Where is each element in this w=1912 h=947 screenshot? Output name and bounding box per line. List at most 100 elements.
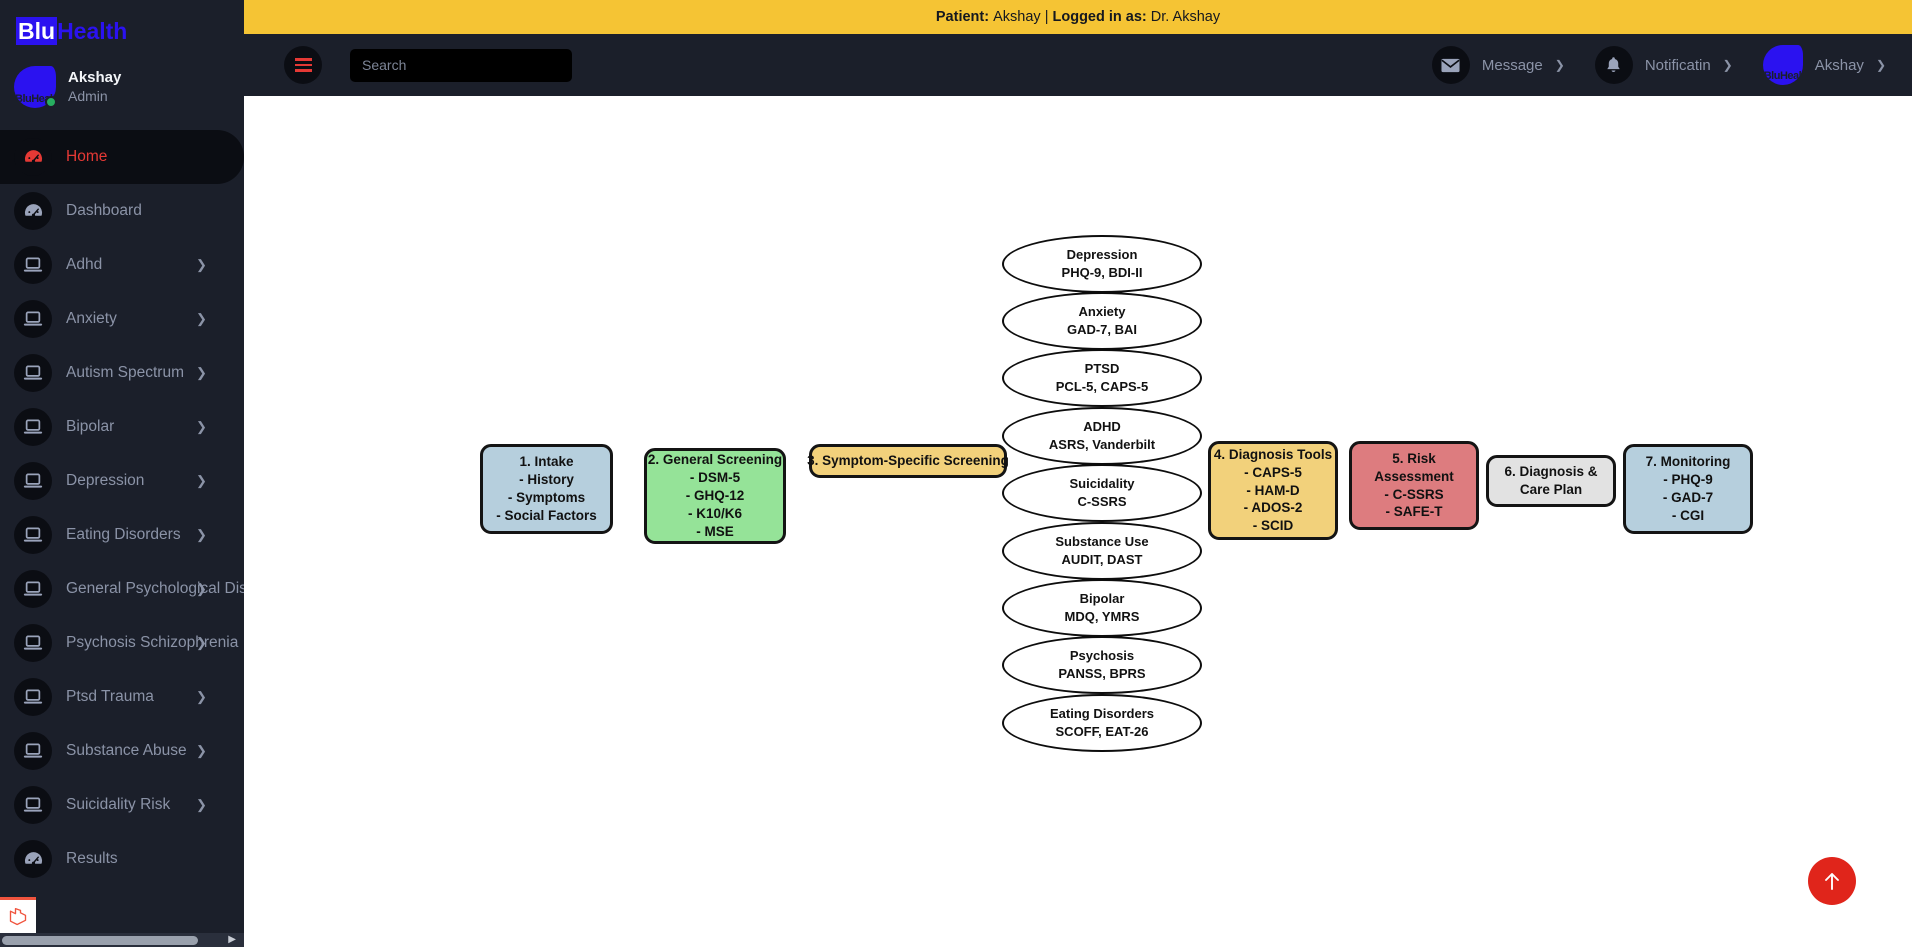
screening-tools: C-SSRS bbox=[1077, 494, 1127, 509]
stage-node-line: - K10/K6 bbox=[687, 505, 743, 521]
stage-node-1[interactable]: 1. Intake- History- Symptoms- Social Fac… bbox=[480, 444, 613, 534]
chevron-down-icon[interactable]: ❯ bbox=[196, 743, 207, 758]
chevron-down-icon[interactable]: ❯ bbox=[196, 635, 207, 650]
chevron-down-icon: ❯ bbox=[1875, 58, 1886, 72]
laptop-icon bbox=[14, 516, 52, 554]
patient-name: Akshay bbox=[993, 9, 1041, 25]
screening-name: Substance Use bbox=[1055, 533, 1149, 549]
sidebar-item-psychosis-schizophrenia[interactable]: Psychosis Schizophrenia❯ bbox=[0, 616, 244, 670]
stage-node-line: - HAM-D bbox=[1246, 482, 1300, 498]
sidebar-item-home[interactable]: Home bbox=[0, 130, 244, 184]
sidebar-item-autism-spectrum[interactable]: Autism Spectrum ❯ bbox=[0, 346, 244, 400]
sidebar: BluHealth Akshay Admin Home Dashboard bbox=[0, 0, 244, 947]
stage-node-line: - CAPS-5 bbox=[1244, 464, 1302, 480]
sidebar-item-eating-disorders[interactable]: Eating Disorders❯ bbox=[0, 508, 244, 562]
laptop-icon bbox=[14, 354, 52, 392]
brand-logo[interactable]: BluHealth bbox=[0, 0, 244, 62]
chevron-down-icon[interactable]: ❯ bbox=[196, 365, 207, 380]
chevron-down-icon[interactable]: ❯ bbox=[196, 311, 207, 326]
sidebar-item-depression[interactable]: Depression ❯ bbox=[0, 454, 244, 508]
sidebar-item-substance-abuse[interactable]: Substance Abuse❯ bbox=[0, 724, 244, 778]
patient-label: Patient: bbox=[935, 9, 990, 25]
bell-icon bbox=[1594, 46, 1633, 84]
laptop-icon bbox=[14, 570, 52, 608]
arrow-up-icon bbox=[1825, 873, 1839, 890]
stage-node-line: 3. Symptom-Specific Screening bbox=[807, 453, 1009, 469]
laptop-icon bbox=[14, 624, 52, 662]
sidebar-item-suicidality-risk[interactable]: Suicidality Risk ❯ bbox=[0, 778, 244, 832]
message-label: Message bbox=[1481, 56, 1543, 74]
sidebar-item-label: Autism Spectrum bbox=[66, 364, 185, 381]
stage-node-7[interactable]: 7. Monitoring- PHQ-9- GAD-7- CGI bbox=[1623, 444, 1753, 534]
sidebar-item-adhd[interactable]: Adhd❯ bbox=[0, 238, 244, 292]
user-menu[interactable]: Akshay ❯ bbox=[1762, 45, 1886, 85]
laptop-icon bbox=[23, 257, 43, 272]
message-menu[interactable]: Message ❯ bbox=[1431, 46, 1565, 84]
scrollbar-right-arrow[interactable]: ▶ bbox=[228, 934, 236, 945]
screening-name: Psychosis bbox=[1069, 647, 1135, 663]
chevron-down-icon[interactable]: ❯ bbox=[196, 473, 207, 488]
sidebar-item-label: Depression bbox=[66, 472, 145, 489]
sidebar-item-results[interactable]: Results bbox=[0, 832, 244, 886]
stage-node-6[interactable]: 6. Diagnosis &Care Plan bbox=[1486, 455, 1616, 507]
sidebar-item-dashboard[interactable]: Dashboard bbox=[0, 184, 244, 238]
sidebar-item-bipolar[interactable]: Bipolar❯ bbox=[0, 400, 244, 454]
menu-toggle-icon[interactable] bbox=[284, 46, 322, 84]
chevron-down-icon[interactable]: ❯ bbox=[196, 527, 207, 542]
sidebar-item-label: Anxiety bbox=[66, 310, 117, 327]
search-input[interactable] bbox=[350, 48, 572, 82]
laptop-icon bbox=[23, 797, 43, 812]
stage-node-line: - SCID bbox=[1252, 518, 1294, 534]
chevron-down-icon: ❯ bbox=[1554, 58, 1565, 72]
chevron-down-icon: ❯ bbox=[1722, 58, 1733, 72]
sidebar-item-general-psychological-disorders[interactable]: General Psychological Disorders❯ bbox=[0, 562, 244, 616]
patient-banner: Patient: Akshay | Logged in as: Dr. Aksh… bbox=[244, 0, 1912, 34]
screening-name: Depression bbox=[1066, 246, 1138, 262]
laravel-logo-badge[interactable] bbox=[0, 897, 36, 933]
laptop-icon bbox=[23, 473, 43, 488]
stage-node-2[interactable]: 2. General Screening- DSM-5- GHQ-12- K10… bbox=[644, 448, 786, 544]
stage-node-line: Care Plan bbox=[1519, 482, 1583, 497]
sidebar-horizontal-scrollbar[interactable]: ▶ bbox=[0, 933, 244, 947]
chevron-down-icon[interactable]: ❯ bbox=[196, 581, 207, 596]
sidebar-item-anxiety[interactable]: Anxiety ❯ bbox=[0, 292, 244, 346]
stage-node-line: 2. General Screening bbox=[647, 452, 783, 468]
chevron-down-icon[interactable]: ❯ bbox=[196, 257, 207, 272]
gauge-icon bbox=[24, 851, 42, 865]
stage-node-line: 5. Risk bbox=[1392, 450, 1436, 466]
chevron-down-icon[interactable]: ❯ bbox=[196, 797, 207, 812]
sidebar-profile[interactable]: Akshay Admin bbox=[0, 62, 244, 126]
chevron-down-icon[interactable]: ❯ bbox=[196, 689, 207, 704]
laptop-icon bbox=[14, 678, 52, 716]
stage-node-3[interactable]: 3. Symptom-Specific Screening bbox=[807, 444, 1009, 478]
screening-name: Anxiety bbox=[1078, 303, 1126, 319]
gauge-icon bbox=[14, 840, 52, 878]
stage-node-line: 1. Intake bbox=[519, 454, 574, 470]
user-avatar bbox=[1762, 45, 1803, 85]
laptop-icon bbox=[14, 462, 52, 500]
stage-node-4[interactable]: 4. Diagnosis Tools- CAPS-5- HAM-D- ADOS-… bbox=[1208, 441, 1338, 540]
chevron-down-icon[interactable]: ❯ bbox=[196, 419, 207, 434]
sidebar-item-label: Suicidality Risk bbox=[66, 796, 171, 813]
notification-menu[interactable]: Notificatin ❯ bbox=[1594, 46, 1733, 84]
sidebar-item-ptsd-trauma[interactable]: Ptsd Trauma❯ bbox=[0, 670, 244, 724]
screening-tools: SCOFF, EAT-26 bbox=[1055, 724, 1149, 739]
stage-node-line: - GHQ-12 bbox=[685, 488, 745, 504]
scroll-to-top-button[interactable] bbox=[1808, 857, 1856, 905]
stage-node-line: - CGI bbox=[1671, 507, 1705, 523]
screening-tools: PCL-5, CAPS-5 bbox=[1055, 379, 1149, 394]
scrollbar-thumb[interactable] bbox=[2, 936, 198, 945]
laptop-icon bbox=[14, 786, 52, 824]
topbar-actions: Message ❯ Notificatin ❯ Akshay ❯ bbox=[1402, 45, 1912, 85]
stage-node-line: 4. Diagnosis Tools bbox=[1213, 446, 1333, 462]
